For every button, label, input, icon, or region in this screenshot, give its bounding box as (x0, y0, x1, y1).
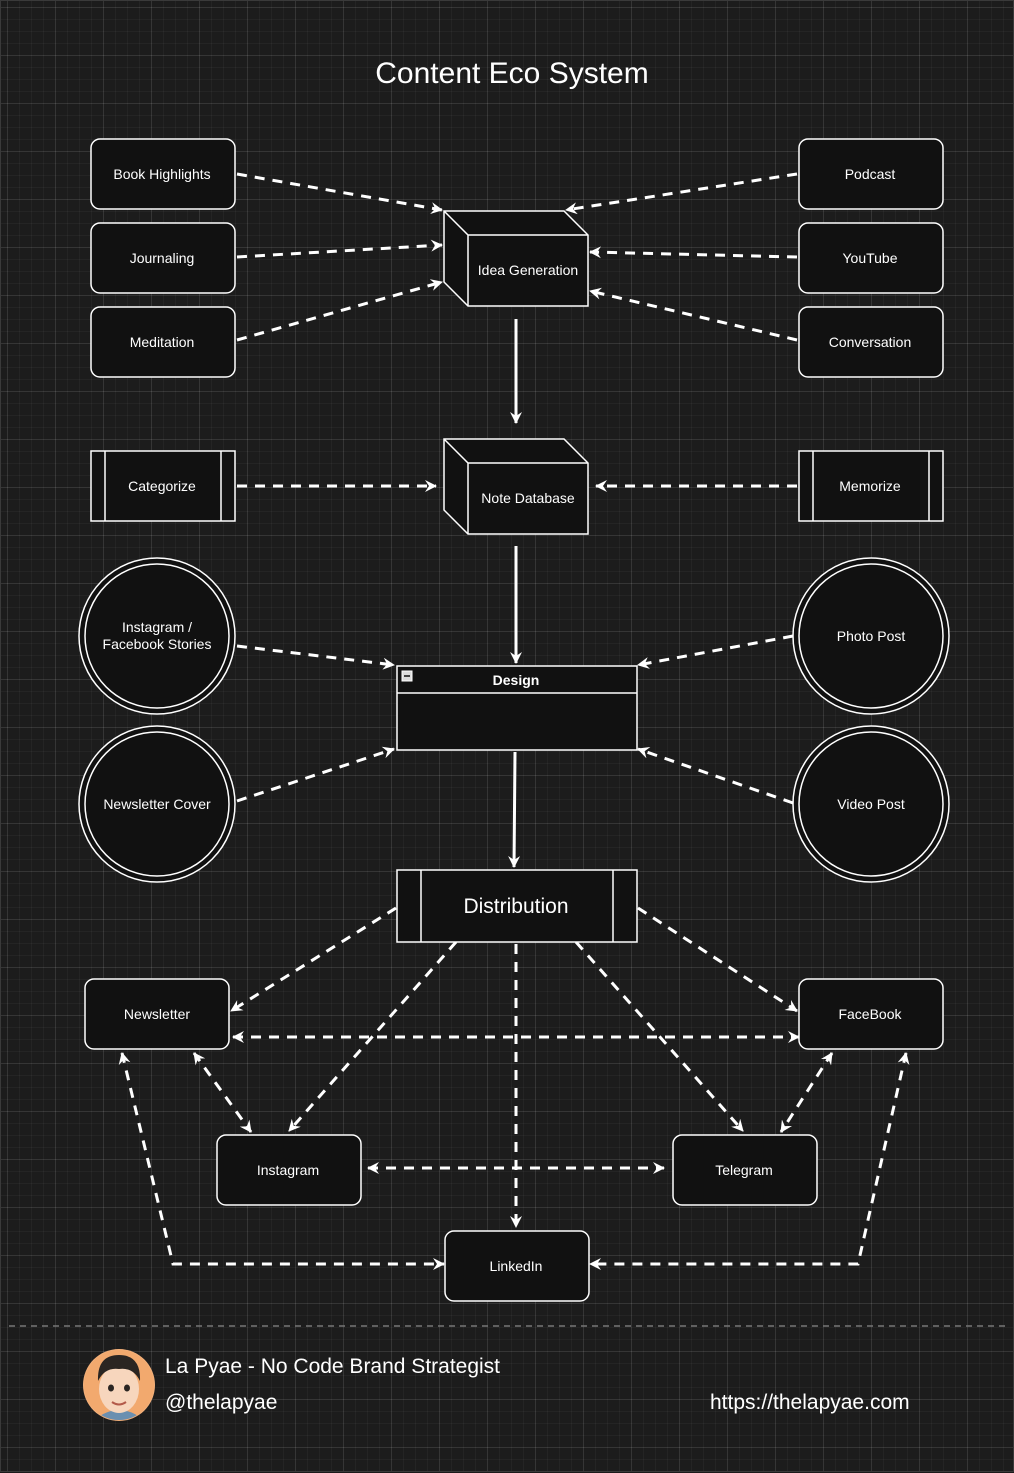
edge-conversation-to-idea (589, 287, 798, 342)
edge-facebook-linkedin (589, 1052, 910, 1270)
website-link[interactable]: https://thelapyae.com (710, 1391, 910, 1414)
edge-distribution-to-facebook (637, 906, 798, 1013)
edge-stories-to-design (236, 644, 395, 670)
node-photo-post[interactable]: Photo Post (792, 557, 950, 715)
edge-book-highlights-to-idea (236, 172, 443, 215)
edge-podcast-to-idea (565, 172, 798, 215)
node-label: Design (493, 672, 540, 688)
node-meditation[interactable]: Meditation (90, 306, 236, 378)
node-label: FaceBook (838, 1006, 902, 1022)
node-label-line-1: Instagram / (122, 619, 192, 635)
node-label: YouTube (842, 250, 897, 266)
node-label: Instagram (257, 1162, 319, 1178)
node-youtube[interactable]: YouTube (798, 222, 944, 294)
node-note-database[interactable]: Note Database (443, 438, 589, 535)
node-instagram[interactable]: Instagram (216, 1134, 362, 1206)
diagram-title: Content Eco System (375, 57, 648, 90)
edge-facebook-telegram (779, 1052, 834, 1133)
node-podcast[interactable]: Podcast (798, 138, 944, 210)
node-label: Note Database (481, 490, 575, 506)
node-label: Meditation (130, 334, 195, 350)
node-video-post[interactable]: Video Post (792, 725, 950, 883)
node-newsletter-cover[interactable]: Newsletter Cover (78, 725, 236, 883)
edges (118, 172, 910, 1270)
edge-journaling-to-idea (236, 239, 443, 259)
node-label: Telegram (715, 1162, 773, 1178)
node-label: Video Post (837, 796, 905, 812)
node-label: Distribution (463, 895, 568, 918)
node-telegram[interactable]: Telegram (672, 1134, 818, 1206)
node-label: Newsletter Cover (103, 796, 211, 812)
edge-meditation-to-idea (236, 279, 443, 342)
node-label: Podcast (845, 166, 896, 182)
node-newsletter[interactable]: Newsletter (84, 978, 230, 1050)
edge-newsletter-cover-to-design (236, 746, 395, 803)
avatar (83, 1349, 155, 1421)
node-label: Photo Post (837, 628, 906, 644)
edge-design-to-distribution (508, 751, 521, 868)
node-idea-generation[interactable]: Idea Generation (443, 210, 589, 307)
node-label: Book Highlights (113, 166, 210, 182)
node-label: Conversation (829, 334, 912, 350)
node-label-line-2: Facebook Stories (103, 636, 212, 652)
node-label: Newsletter (124, 1006, 190, 1022)
node-label: Idea Generation (478, 262, 578, 278)
node-label: LinkedIn (490, 1258, 543, 1274)
node-linkedin[interactable]: LinkedIn (444, 1230, 590, 1302)
edge-video-post-to-design (637, 746, 794, 805)
node-journaling[interactable]: Journaling (90, 222, 236, 294)
node-conversation[interactable]: Conversation (798, 306, 944, 378)
edge-youtube-to-idea (589, 246, 798, 259)
node-label: Memorize (839, 478, 901, 494)
node-design[interactable]: Design (396, 665, 638, 751)
edge-newsletter-linkedin (118, 1052, 445, 1270)
node-categorize[interactable]: Categorize (90, 450, 236, 522)
node-ig-fb-stories[interactable]: Instagram / Facebook Stories (78, 557, 236, 715)
author-name: La Pyae - No Code Brand Strategist (165, 1355, 501, 1378)
edge-distribution-to-newsletter (230, 906, 397, 1013)
node-label: Journaling (130, 250, 195, 266)
node-facebook[interactable]: FaceBook (798, 978, 944, 1050)
node-memorize[interactable]: Memorize (798, 450, 944, 522)
collapse-icon[interactable] (401, 670, 413, 682)
edge-newsletter-instagram (192, 1052, 253, 1133)
node-label: Categorize (128, 478, 196, 494)
node-book-highlights[interactable]: Book Highlights (90, 138, 236, 210)
edge-photo-post-to-design (637, 634, 794, 669)
node-distribution[interactable]: Distribution (396, 869, 638, 943)
author-handle[interactable]: @thelapyae (165, 1391, 278, 1414)
